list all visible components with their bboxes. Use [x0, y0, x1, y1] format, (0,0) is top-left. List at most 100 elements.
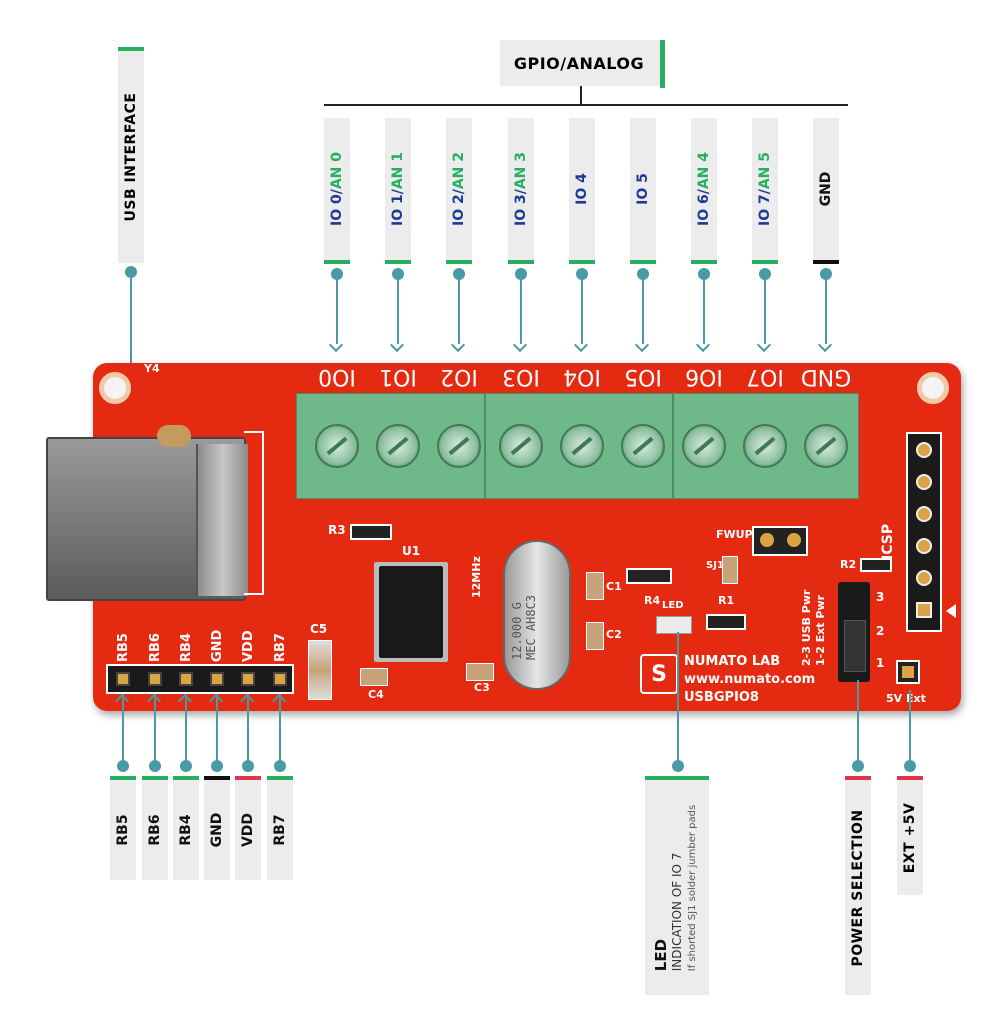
ext-5v-silk: 5V Ext — [886, 692, 926, 705]
icsp-label: ICSP — [880, 524, 896, 560]
capacitor-c4 — [360, 668, 388, 686]
header-leader-0 — [122, 694, 124, 762]
crystal-freq-label: 12MHz — [470, 556, 483, 598]
gpio-arrow-6 — [695, 337, 711, 353]
icsp-pin-3 — [916, 538, 932, 554]
gpio-an-0: AN 0 — [329, 151, 345, 190]
header-silk-5: RB7 — [273, 633, 288, 662]
numato-logo-icon: S — [640, 654, 678, 694]
ref-r3: R3 — [328, 523, 346, 537]
ext-5v-label: EXT +5V — [897, 780, 923, 895]
gpio-bracket-line — [324, 104, 848, 106]
silk-pin-1: IO1 — [379, 364, 417, 389]
header-leader-1 — [154, 694, 156, 762]
jumper-num-3: 3 — [876, 590, 885, 604]
gpio-leader-8 — [825, 278, 827, 344]
power-selection-accent — [845, 776, 871, 780]
silk-pin-5: IO5 — [624, 364, 662, 389]
icsp-text: ICSP — [880, 523, 896, 560]
led-silk-label: LED — [662, 600, 684, 611]
header-pin-2 — [179, 672, 193, 686]
header-dot-2 — [180, 760, 192, 772]
pin-header-6 — [106, 664, 294, 694]
ext-5v-dot — [904, 760, 916, 772]
silk-pin-4: IO4 — [563, 364, 601, 389]
capacitor-c3 — [466, 663, 494, 681]
board-model: USBGPIO8 — [684, 690, 759, 705]
power-selection-dot — [852, 760, 864, 772]
gpio-label-text-4: IO 4 — [574, 173, 590, 205]
silk-pin-7: IO7 — [746, 364, 784, 389]
chip-u1-body — [380, 566, 442, 658]
pwr-jumper-silk: 2-3 USB Pwr 1-2 Ext Pwr — [800, 590, 828, 666]
gpio-label-4: IO 4 — [569, 118, 595, 260]
header-leader-3 — [216, 694, 218, 762]
gpio-leader-0 — [336, 278, 338, 344]
gpio-io-8: GND — [818, 171, 834, 207]
header-label-text-5: RB7 — [272, 814, 288, 846]
mounting-hole-left — [99, 372, 131, 404]
header-pin-4 — [241, 672, 255, 686]
gpio-an-1: AN 1 — [390, 151, 406, 190]
ref-r4: R4 — [644, 594, 661, 607]
header-dot-0 — [117, 760, 129, 772]
gpio-label-7: IO 7/AN 5 — [752, 118, 778, 260]
gpio-label-text-8: GND — [818, 172, 834, 207]
resistor-r4 — [626, 568, 672, 584]
header-silk-3: GND — [210, 629, 225, 662]
ref-u1: U1 — [402, 544, 421, 558]
header-accent-5 — [267, 776, 293, 780]
terminal-block-divider-2 — [672, 393, 674, 499]
gpio-label-3: IO 3/AN 3 — [508, 118, 534, 260]
terminal-block-divider-1 — [484, 393, 486, 499]
ref-c4: C4 — [368, 688, 384, 701]
led-annotation: LED INDICATION OF IO 7 If shorted SJ1 so… — [645, 780, 709, 995]
gpio-accent-4 — [569, 260, 595, 264]
ref-c1: C1 — [606, 580, 622, 593]
gpio-accent-6 — [691, 260, 717, 264]
header-accent-1 — [142, 776, 168, 780]
led-leader-dot — [672, 760, 684, 772]
solder-jumper-sj1 — [722, 556, 738, 584]
capacitor-c1 — [586, 572, 604, 600]
capacitor-c5 — [308, 640, 332, 700]
gpio-leader-2 — [458, 278, 460, 344]
gpio-analog-title: GPIO/ANALOG — [500, 40, 660, 86]
gpio-label-6: IO 6/AN 4 — [691, 118, 717, 260]
gpio-io-3: IO 3/ — [513, 189, 529, 227]
gpio-dot-7 — [759, 268, 771, 280]
header-label-text-1: RB6 — [147, 814, 163, 846]
icsp-pin-1 — [916, 474, 932, 490]
header-accent-2 — [173, 776, 199, 780]
gpio-leader-3 — [520, 278, 522, 344]
gpio-title-accent — [660, 40, 665, 88]
gpio-label-text-2: IO 2/AN 2 — [451, 152, 467, 226]
gpio-label-text-7: IO 7/AN 5 — [757, 152, 773, 226]
header-label-1: RB6 — [142, 780, 168, 880]
icsp-pin-0 — [916, 442, 932, 458]
gpio-io-7: IO 7/ — [757, 189, 773, 227]
gpio-dot-8 — [820, 268, 832, 280]
gpio-bracket-stem — [580, 86, 582, 106]
header-pin-0 — [116, 672, 130, 686]
header-pin-1 — [148, 672, 162, 686]
led-component — [656, 616, 692, 634]
header-pin-3 — [210, 672, 224, 686]
ref-c5: C5 — [310, 622, 328, 636]
gpio-arrow-2 — [450, 337, 466, 353]
ref-y4: Y4 — [144, 362, 160, 375]
header-leader-5 — [279, 694, 281, 762]
gpio-label-text-6: IO 6/AN 4 — [696, 152, 712, 226]
power-selection-leader — [857, 680, 859, 762]
gpio-dot-4 — [576, 268, 588, 280]
gpio-an-6: AN 4 — [696, 151, 712, 190]
ext-5v-leader — [909, 690, 911, 762]
resistor-r3 — [350, 524, 392, 540]
gpio-io-6: IO 6/ — [696, 189, 712, 227]
header-dot-1 — [149, 760, 161, 772]
gpio-accent-5 — [630, 260, 656, 264]
led-accent — [645, 776, 709, 780]
gpio-label-text-5: IO 5 — [635, 173, 651, 205]
gpio-an-3: AN 3 — [513, 151, 529, 190]
gpio-arrow-8 — [817, 337, 833, 353]
